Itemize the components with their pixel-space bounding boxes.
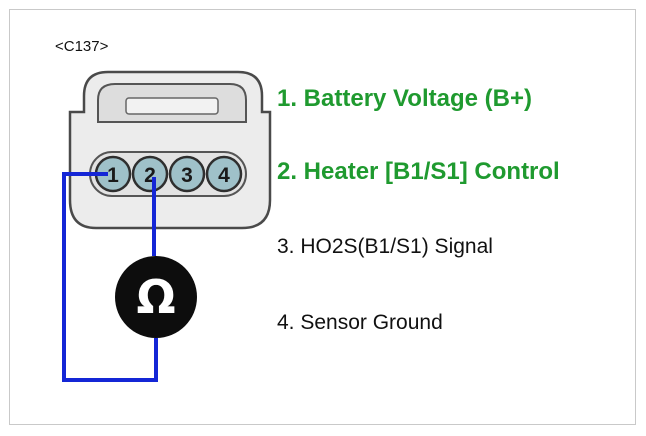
pin-3-number: 3 (181, 164, 193, 187)
pin-1: 1 (94, 155, 132, 193)
pin-4-description: 4. Sensor Ground (277, 311, 443, 334)
pin-1-description: 1. Battery Voltage (B+) (277, 85, 532, 112)
ohm-symbol: Ω (136, 270, 175, 324)
pin-3: 3 (168, 155, 206, 193)
connector-housing (68, 70, 272, 230)
pin-1-number: 1 (107, 164, 119, 187)
pin-2: 2 (131, 155, 169, 193)
pin-2-number: 2 (144, 164, 156, 187)
wire-pin1-to-meter (62, 172, 158, 382)
ohmmeter-icon: Ω (115, 256, 197, 338)
pin-4: 4 (205, 155, 243, 193)
pin-3-description: 3. HO2S(B1/S1) Signal (277, 235, 493, 258)
pin-4-number: 4 (218, 164, 230, 187)
connector-id-label: <C137> (55, 38, 109, 55)
pin-2-description: 2. Heater [B1/S1] Control (277, 158, 560, 185)
